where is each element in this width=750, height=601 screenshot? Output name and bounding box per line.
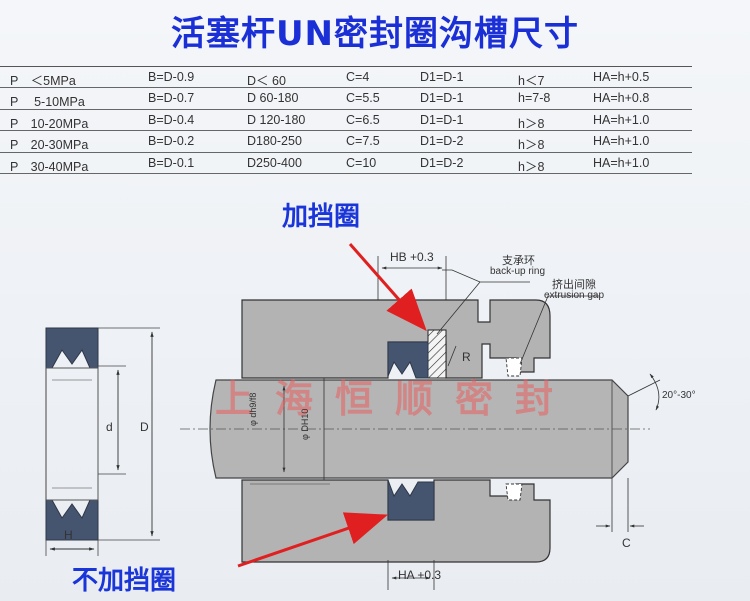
page-title: 活塞杆UN密封圈沟槽尺寸 (170, 14, 580, 54)
hb-dimension: HB +0.3 (390, 250, 434, 264)
b-cell: B=D-0.2 (148, 134, 195, 149)
lower-housing (241, 479, 551, 563)
seal-section-view (45, 327, 160, 556)
dimension-lines (377, 256, 661, 590)
b-cell: B=D-0.7 (148, 91, 195, 106)
b-cell: B=D-0.1 (148, 155, 195, 170)
ha-cell: HA=h+1.0 (593, 112, 650, 127)
d1-cell: D1=D-1 (420, 112, 464, 127)
pressure-cell: P ＜5MPa (10, 74, 76, 88)
c-cell: C=7.5 (346, 134, 380, 149)
b-cell: B=D-0.4 (148, 112, 195, 127)
ha-cell: HA=h+0.8 (593, 91, 650, 106)
rod-fit-label: φ dh9/f8 (248, 392, 258, 426)
ha-cell: HA=h+1.0 (593, 155, 650, 170)
c-label: C (622, 536, 631, 550)
d-range-cell: D 120-180 (247, 112, 306, 127)
c-cell: C=5.5 (346, 91, 380, 106)
groove-fit-label: φ DH10 (300, 408, 310, 440)
h-cell: h＜7 (518, 74, 545, 88)
h-cell: h＞8 (518, 116, 545, 131)
with-backup-arrow (348, 243, 427, 332)
d1-cell: D1=D-1 (420, 70, 464, 84)
d-range-cell: D250-400 (247, 155, 302, 170)
ha-cell: HA=h+0.5 (593, 70, 650, 84)
pressure-cell: P 5-10MPa (10, 95, 85, 110)
watermark: 上海恒顺密封 (215, 377, 576, 421)
without-backup-ring-label: 不加挡圈 (72, 566, 177, 596)
pressure-cell: P 10-20MPa (10, 116, 89, 131)
big-d-label: D (140, 420, 149, 434)
table-row: P ＜5MPa B=D-0.9 D＜ 60 C=4 D1=D-1 h＜7 HA=… (0, 66, 692, 89)
ha-dimension: HA +0.3 (398, 568, 442, 582)
b-cell: B=D-0.9 (148, 70, 195, 84)
backup-ring-en: back-up ring (490, 266, 546, 277)
table-row: P 20-30MPa B=D-0.2 D180-250 C=7.5 D1=D-2… (0, 131, 692, 153)
d-range-cell: D180-250 (247, 134, 302, 149)
backup-ring-cn: 支承环 (502, 255, 535, 267)
h-cell: h＞8 (518, 138, 545, 153)
c-cell: C=6.5 (346, 112, 380, 127)
h-cell: h＞8 (518, 159, 545, 174)
pressure-cell: P 20-30MPa (10, 138, 89, 153)
d1-cell: D1=D-2 (420, 155, 464, 170)
d1-cell: D1=D-2 (420, 134, 464, 149)
spec-table: P ＜5MPa B=D-0.9 D＜ 60 C=4 D1=D-1 h＜7 HA=… (0, 66, 692, 174)
table-row: P 10-20MPa B=D-0.4 D 120-180 C=6.5 D1=D-… (0, 110, 692, 132)
h-label: H (64, 528, 73, 542)
table-row: P 30-40MPa B=D-0.1 D250-400 C=10 D1=D-2 … (0, 153, 692, 174)
d1-cell: D1=D-1 (420, 91, 464, 106)
c-cell: C=10 (346, 155, 377, 170)
pressure-cell: P 30-40MPa (10, 159, 89, 174)
extrusion-gap-en: extrusion gap (544, 290, 605, 301)
with-backup-ring-label: 加挡圈 (282, 202, 361, 232)
d-range-cell: D 60-180 (247, 91, 299, 106)
table-row: P 5-10MPa B=D-0.7 D 60-180 C=5.5 D1=D-1 … (0, 88, 692, 110)
d-label: d (106, 420, 113, 434)
upper-housing (241, 299, 551, 379)
c-cell: C=4 (346, 70, 370, 84)
radius-label: R (462, 350, 471, 364)
ha-cell: HA=h+1.0 (593, 134, 650, 149)
d-range-cell: D＜ 60 (247, 74, 286, 88)
extrusion-gap-cn: 挤出间隙 (552, 279, 596, 291)
piston-rod (180, 345, 650, 513)
chamfer-angle-label: 20°-30° (662, 390, 696, 401)
h-cell: h=7-8 (518, 91, 551, 106)
without-backup-arrow (237, 512, 388, 568)
